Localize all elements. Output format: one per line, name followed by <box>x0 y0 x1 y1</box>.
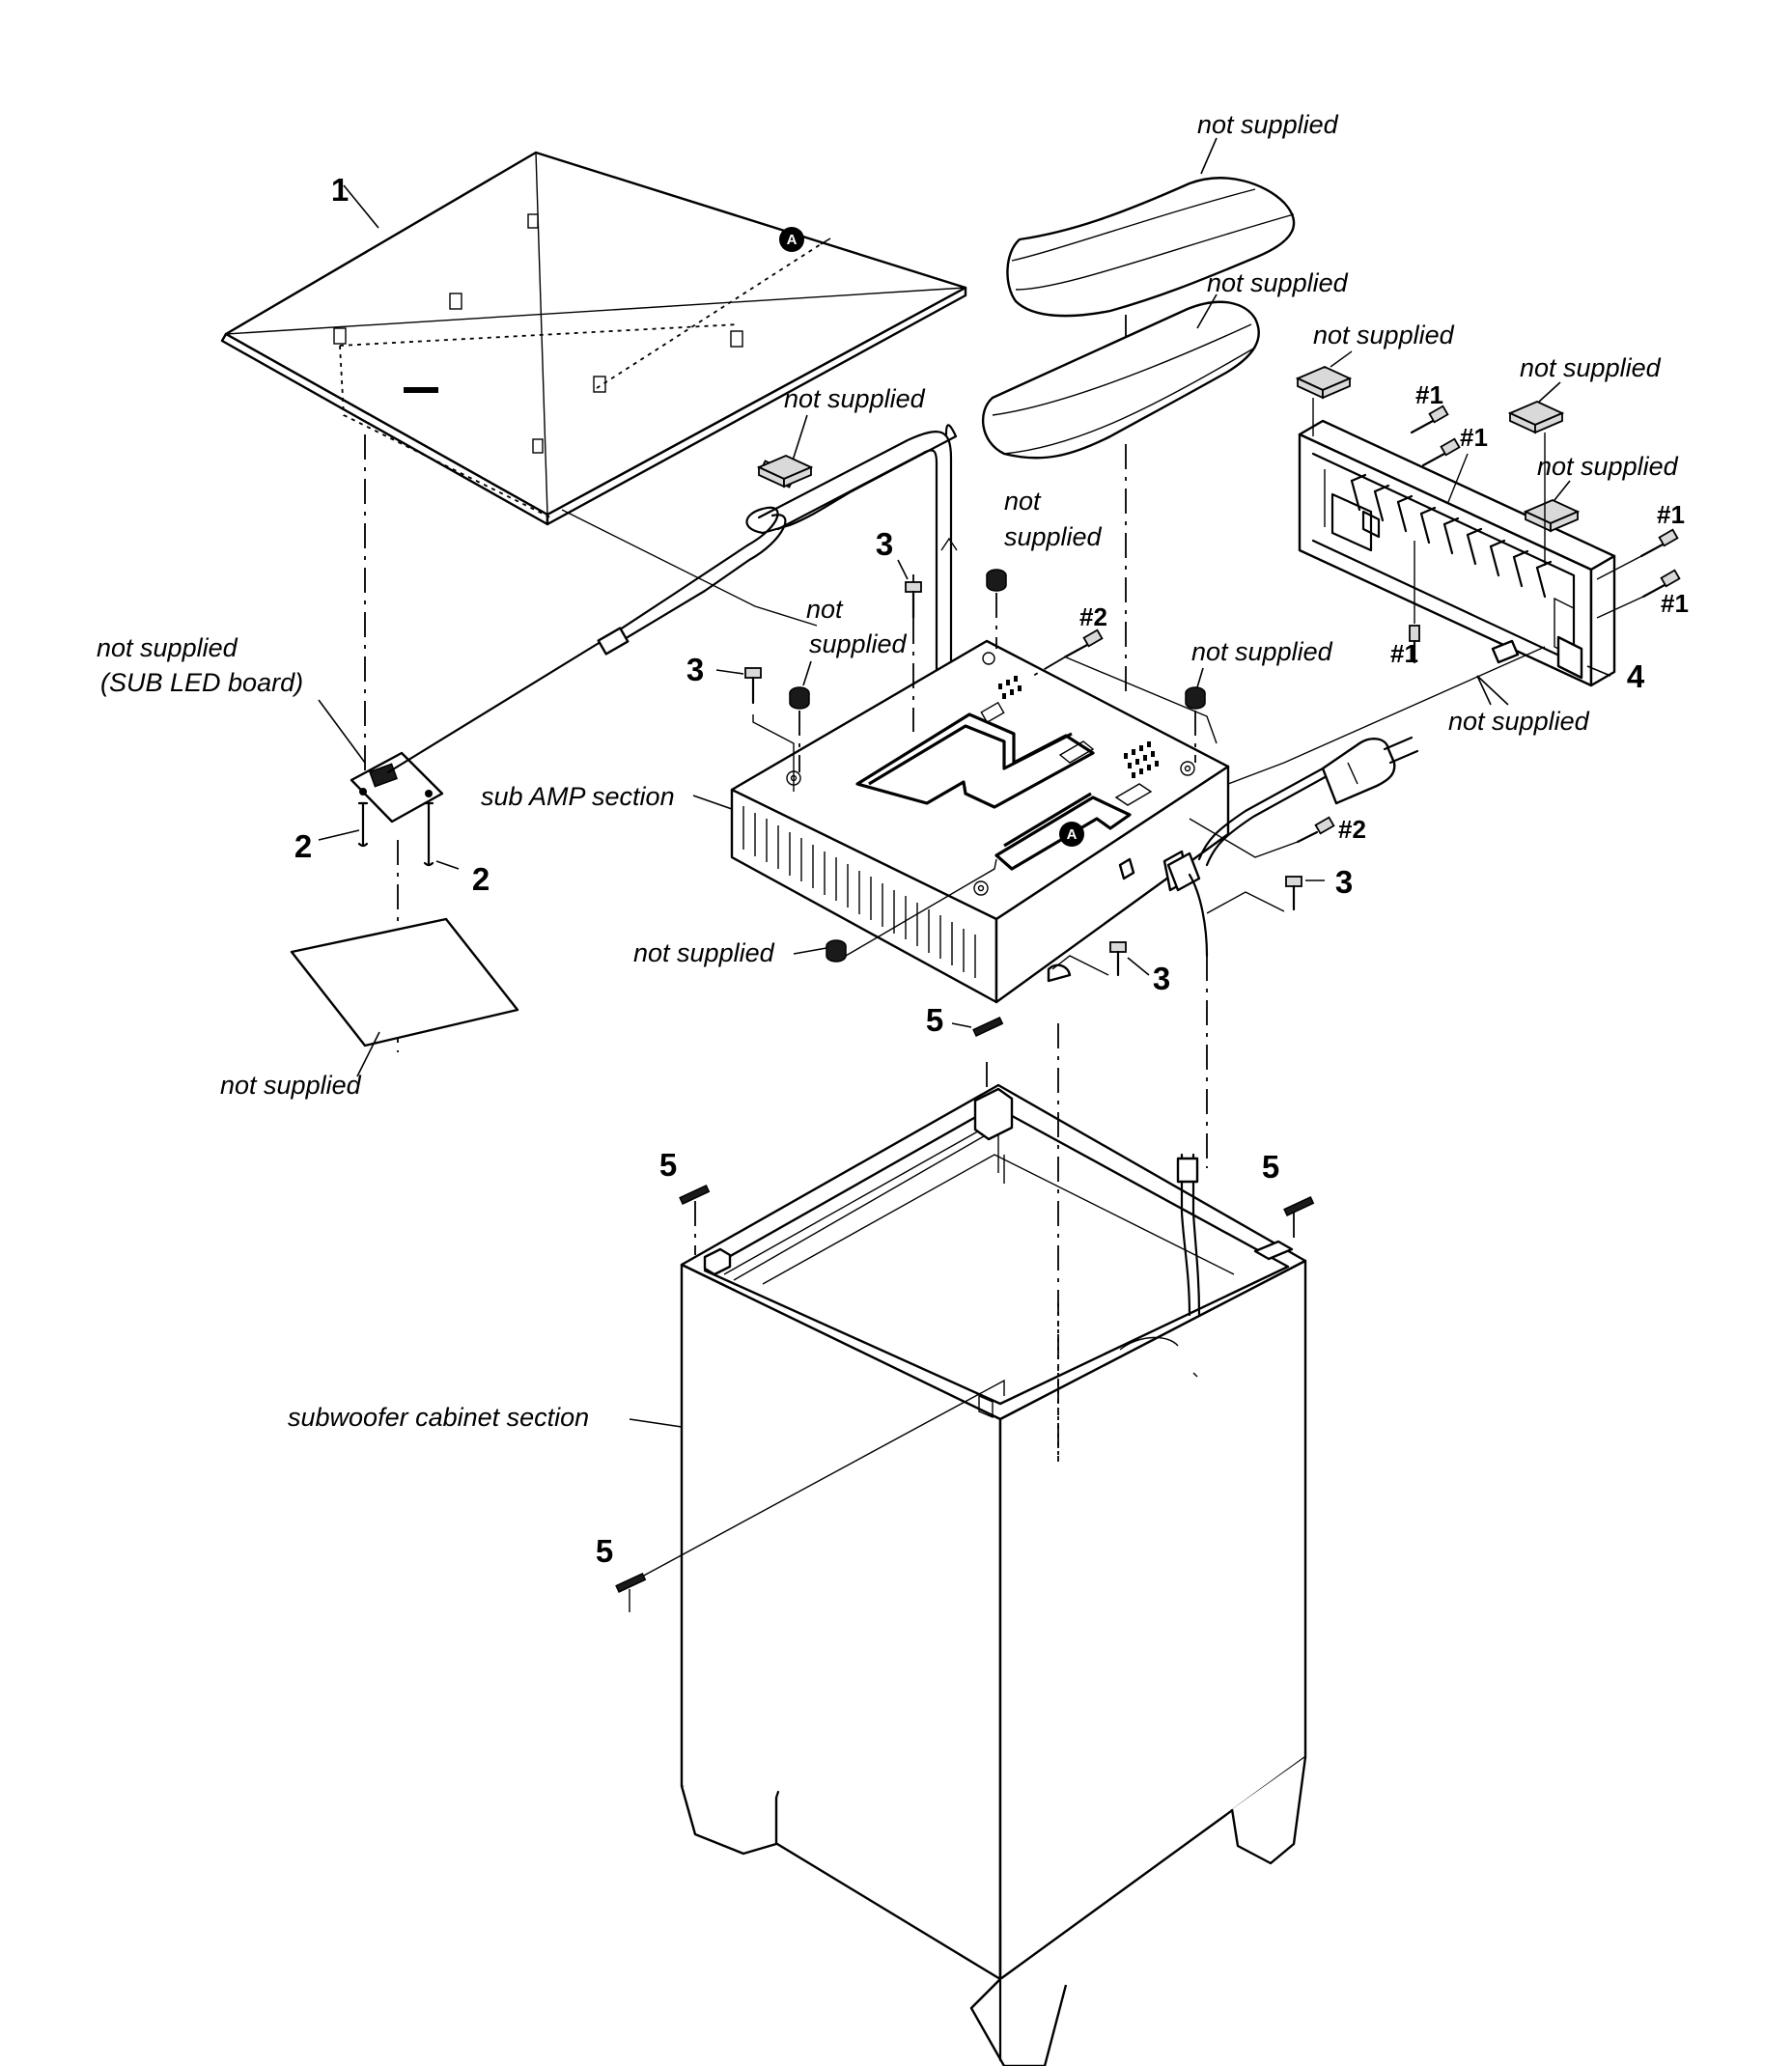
screw-ref-1b: #1 <box>1460 423 1488 452</box>
screw-ref-2b: #2 <box>1338 815 1366 844</box>
foot-left <box>789 686 810 710</box>
foot-right <box>1185 686 1206 710</box>
foot-low <box>826 939 847 963</box>
screw-ref-2a: #2 <box>1079 602 1107 631</box>
label-panel-b: not supplied <box>1520 353 1662 382</box>
clip-5-low <box>615 1572 647 1593</box>
callout-2b: 2 <box>472 861 490 897</box>
screw-1c <box>1639 528 1679 558</box>
label-foot-low: not supplied <box>633 938 775 967</box>
screw-ref-1e: #1 <box>1390 639 1418 668</box>
callout-3c: 3 <box>1335 864 1353 900</box>
label-panel-c: not supplied <box>1537 452 1679 481</box>
label-panel-bottom: not supplied <box>1448 707 1590 736</box>
marker-a-chassis: A <box>1067 826 1078 843</box>
callout-2a: 2 <box>294 828 312 864</box>
screw-1d <box>1641 569 1681 599</box>
foot-right-top <box>986 569 1007 592</box>
callout-3a: 3 <box>876 526 893 562</box>
sub-amp-chassis: A <box>730 639 1230 1004</box>
subwoofer-cabinet <box>680 1083 1307 2066</box>
marker-a-top: A <box>787 232 798 248</box>
label-foot-r-top-1: not <box>1004 487 1042 516</box>
screw-3-top <box>905 581 922 620</box>
label-foot-l-1: not <box>806 595 844 624</box>
callout-5c: 5 <box>1262 1149 1279 1185</box>
top-panel: A <box>220 151 967 526</box>
label-led-line1: not supplied <box>97 633 238 662</box>
callout-5a: 5 <box>926 1002 943 1038</box>
label-cable: not supplied <box>784 384 926 413</box>
screw-1b <box>1421 437 1461 467</box>
label-foot-right: not supplied <box>1191 637 1333 666</box>
screw-2a <box>1064 628 1104 658</box>
label-foot-l-2: supplied <box>809 629 908 658</box>
screw-3-left <box>744 667 762 705</box>
label-panel-a: not supplied <box>1313 321 1455 349</box>
clip-5-left <box>679 1184 711 1205</box>
screw-ref-1a: #1 <box>1415 380 1443 409</box>
foam-pad-mid <box>981 300 1260 460</box>
sub-led-board <box>350 751 444 867</box>
label-foot-r-top-2: supplied <box>1004 522 1103 551</box>
callout-5d: 5 <box>596 1533 613 1569</box>
label-pad-mid: not supplied <box>1207 268 1349 297</box>
screw-1a <box>1410 405 1449 434</box>
callout-5b: 5 <box>659 1147 677 1183</box>
label-sub-amp: sub AMP section <box>481 782 675 811</box>
screw-3-right <box>1285 876 1302 911</box>
callout-1: 1 <box>331 172 349 208</box>
label-led-line2: (SUB LED board) <box>100 668 303 697</box>
foam-pad-top <box>1006 177 1296 318</box>
screw-3-low <box>1109 941 1127 977</box>
clip-5-top <box>972 1016 1004 1037</box>
screw-ref-1d: #1 <box>1661 589 1689 618</box>
screw-2b <box>1296 816 1335 844</box>
label-sheet: not supplied <box>220 1071 362 1100</box>
rear-panel <box>1298 419 1616 687</box>
label-pad-top: not supplied <box>1197 110 1339 139</box>
label-cabinet: subwoofer cabinet section <box>288 1403 589 1432</box>
callout-3d: 3 <box>1153 961 1170 996</box>
power-cord <box>1166 736 1419 958</box>
callout-3b: 3 <box>686 652 704 687</box>
callout-4: 4 <box>1627 658 1645 694</box>
screw-ref-1c: #1 <box>1657 500 1685 529</box>
panel-pads <box>756 366 1581 533</box>
clip-5-right <box>1283 1195 1315 1216</box>
rubber-feet <box>789 569 1206 963</box>
screw-1e <box>1409 625 1420 664</box>
